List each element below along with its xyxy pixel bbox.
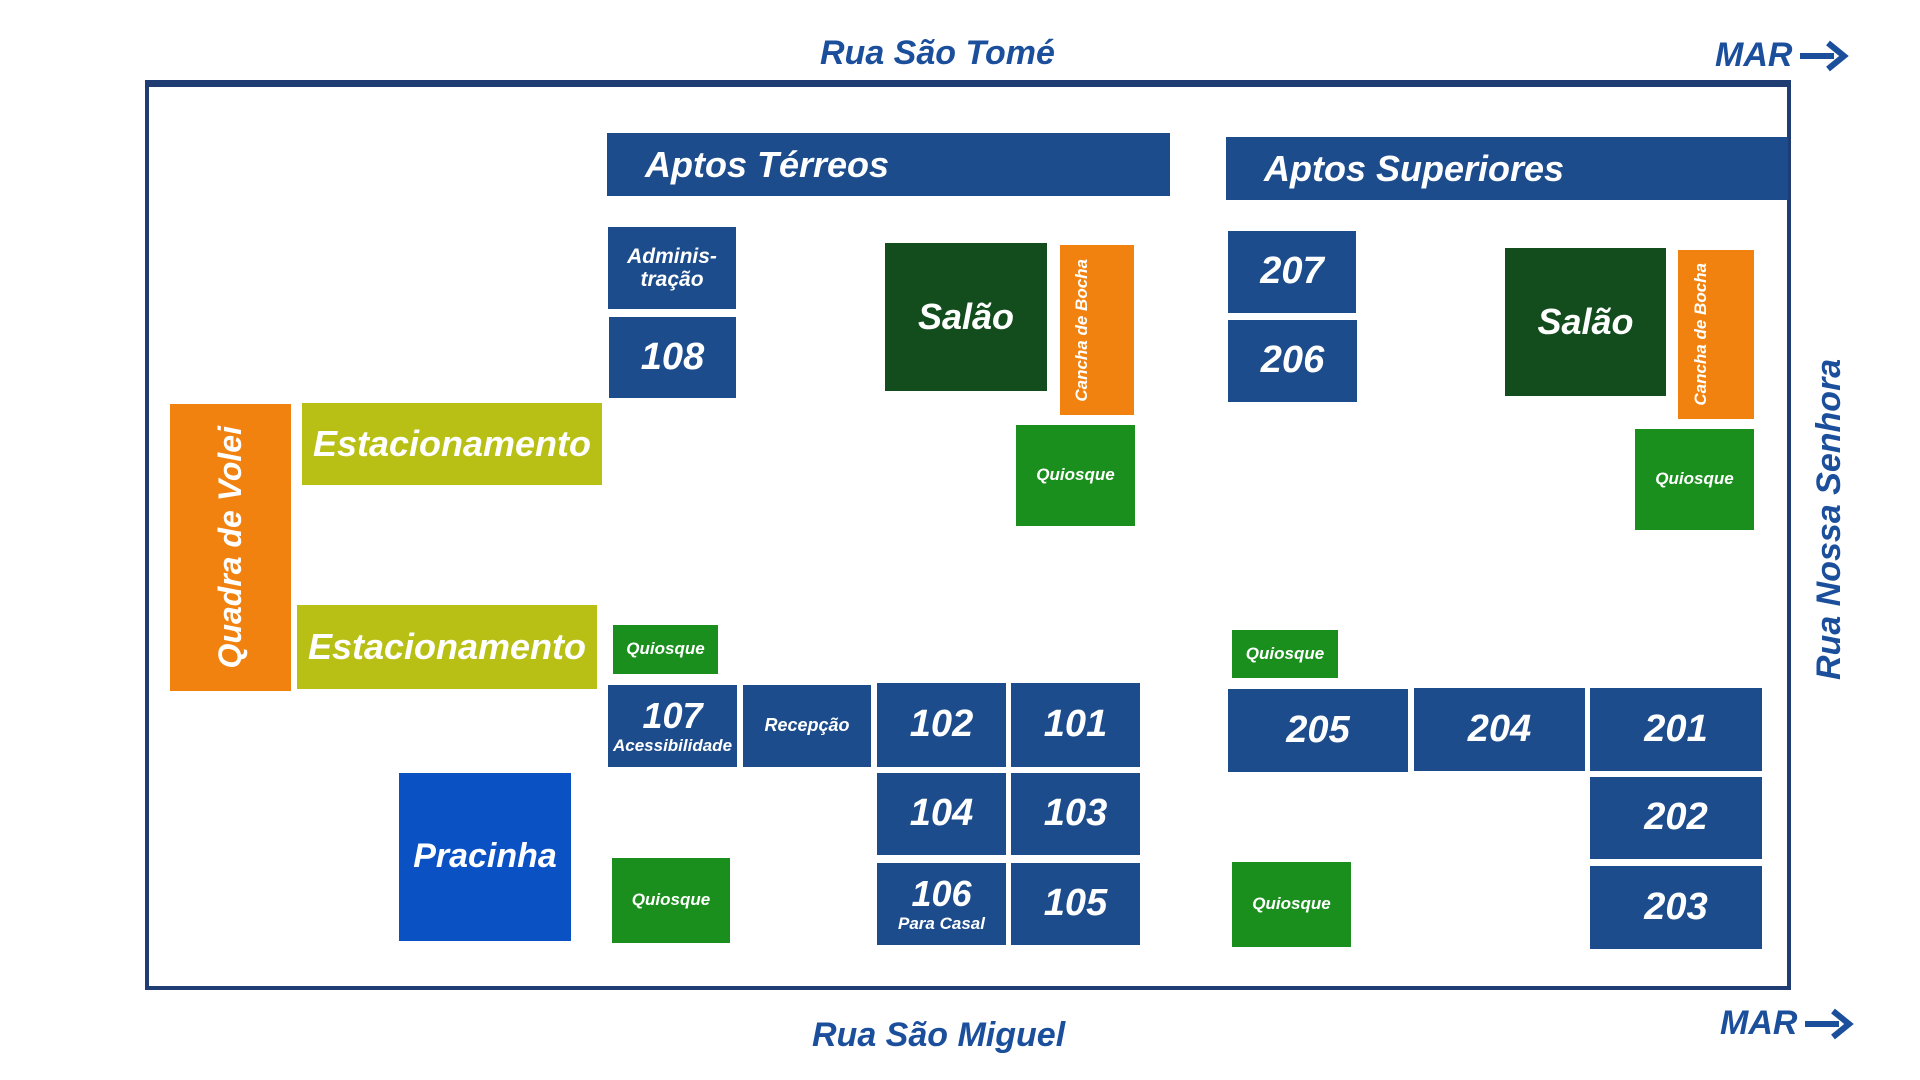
unit-107: 107 Acessibilidade <box>608 685 737 767</box>
upper-floor-header-label: Aptos Superiores <box>1264 147 1565 189</box>
sea-top-indicator: MAR <box>1715 36 1850 75</box>
unit-202-label: 202 <box>1644 796 1708 839</box>
unit-106: 106 Para Casal <box>877 863 1006 945</box>
volleyball-court: Quadra de Volei <box>170 404 291 691</box>
unit-103: 103 <box>1011 773 1140 855</box>
unit-102: 102 <box>877 683 1006 767</box>
unit-108-label: 108 <box>640 335 705 378</box>
unit-107-note: Acessibilidade <box>612 736 733 756</box>
street-bottom-label: Rua São Miguel <box>812 1016 1066 1054</box>
bocce-court-upper-label: Cancha de Bocha <box>1691 263 1710 406</box>
kiosk-upper-top: Quiosque <box>1635 429 1754 530</box>
kiosk-ground-bottom-label: Quiosque <box>631 890 711 910</box>
street-right-label: Rua Nossa Senhora <box>1810 358 1848 680</box>
kiosk-ground-mid-label: Quiosque <box>626 639 705 659</box>
square-area: Pracinha <box>399 773 571 941</box>
kiosk-upper-top-label: Quiosque <box>1655 469 1734 489</box>
kiosk-ground-bottom: Quiosque <box>612 858 730 943</box>
sea-top-label: MAR <box>1715 36 1793 74</box>
hall-upper-label: Salão <box>1537 301 1634 343</box>
parking-area-1-label: Estacionamento <box>312 423 592 465</box>
parking-area-2-label: Estacionamento <box>307 626 587 668</box>
hall-ground: Salão <box>885 243 1047 391</box>
unit-102-label: 102 <box>909 703 974 746</box>
unit-206-label: 206 <box>1260 339 1325 382</box>
street-top-label: Rua São Tomé <box>820 34 1055 72</box>
unit-205-label: 205 <box>1286 708 1350 751</box>
kiosk-upper-bottom-label: Quiosque <box>1252 894 1331 914</box>
arrow-right-icon <box>1805 1008 1855 1039</box>
unit-107-label: 107 <box>642 694 703 736</box>
unit-105-label: 105 <box>1043 882 1108 925</box>
unit-207: 207 <box>1228 231 1356 313</box>
unit-101-label: 101 <box>1043 703 1108 746</box>
volleyball-court-label: Quadra de Volei <box>211 426 248 669</box>
reception-block: Recepção <box>743 685 871 767</box>
kiosk-ground-mid: Quiosque <box>613 625 718 674</box>
ground-floor-header-label: Aptos Térreos <box>645 143 890 185</box>
square-area-label: Pracinha <box>413 837 557 876</box>
reception-label: Recepção <box>764 715 850 736</box>
kiosk-upper-mid-label: Quiosque <box>1245 643 1325 663</box>
kiosk-ground-top: Quiosque <box>1016 425 1135 526</box>
unit-106-note: Para Casal <box>898 914 985 934</box>
unit-103-label: 103 <box>1043 792 1108 835</box>
unit-104-label: 104 <box>909 792 974 835</box>
unit-108: 108 <box>609 317 736 398</box>
administration-block: Adminis- tração <box>608 227 736 309</box>
unit-201: 201 <box>1590 688 1762 771</box>
sea-bottom-indicator: MAR <box>1720 1004 1855 1043</box>
kiosk-ground-top-label: Quiosque <box>1036 465 1115 485</box>
unit-201-label: 201 <box>1644 707 1708 750</box>
parking-area-1: Estacionamento <box>302 403 602 485</box>
upper-floor-header: Aptos Superiores <box>1226 137 1788 200</box>
unit-202: 202 <box>1590 777 1762 859</box>
kiosk-upper-mid: Quiosque <box>1232 630 1338 678</box>
hall-upper: Salão <box>1505 248 1666 396</box>
bocce-court-ground: Cancha de Bocha <box>1060 245 1134 415</box>
unit-106-label: 106 <box>911 872 972 914</box>
unit-206: 206 <box>1228 320 1357 402</box>
unit-205: 205 <box>1228 689 1408 772</box>
unit-101: 101 <box>1011 683 1140 767</box>
unit-204-label: 204 <box>1467 707 1532 750</box>
administration-label: Adminis- tração <box>627 244 717 291</box>
bocce-court-upper: Cancha de Bocha <box>1678 250 1754 419</box>
sea-bottom-label: MAR <box>1720 1004 1798 1042</box>
unit-203: 203 <box>1590 866 1762 949</box>
unit-204: 204 <box>1414 688 1585 771</box>
kiosk-upper-bottom: Quiosque <box>1232 862 1351 947</box>
parking-area-2: Estacionamento <box>297 605 597 689</box>
bocce-court-ground-label: Cancha de Bocha <box>1072 258 1091 402</box>
property-boundary <box>145 80 1791 990</box>
unit-203-label: 203 <box>1644 885 1708 928</box>
unit-104: 104 <box>877 773 1006 855</box>
arrow-right-icon <box>1800 40 1850 71</box>
ground-floor-header: Aptos Térreos <box>607 133 1170 196</box>
unit-105: 105 <box>1011 863 1140 945</box>
unit-207-label: 207 <box>1260 250 1324 293</box>
hall-ground-label: Salão <box>917 296 1015 338</box>
